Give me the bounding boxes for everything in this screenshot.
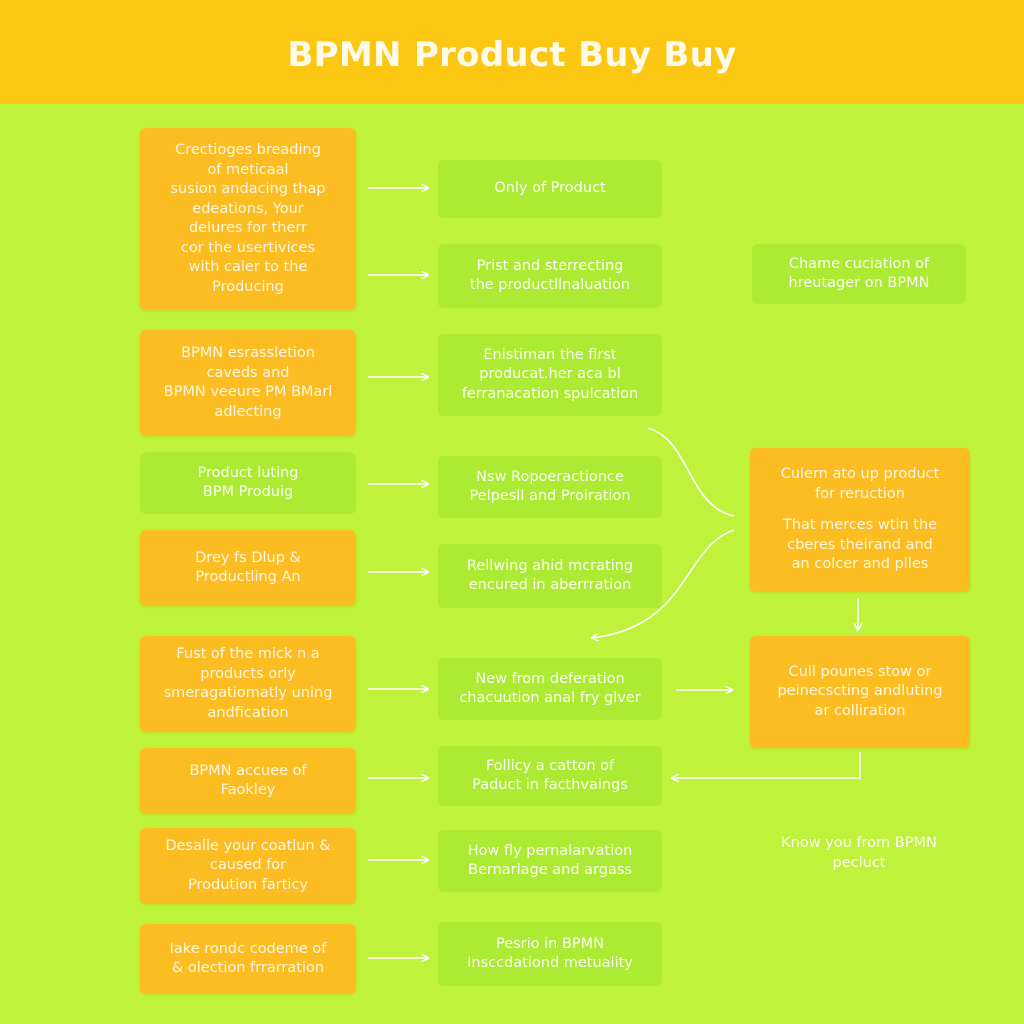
node-text: susion andacing thap bbox=[170, 181, 326, 197]
node-text: Producing bbox=[212, 278, 284, 295]
middle-node-6[interactable]: New from deferation chacuution anal fry … bbox=[438, 658, 662, 720]
node-text: Pesrio in BPMN bbox=[495, 935, 605, 952]
right-note: Know you from BPMN pecluct bbox=[752, 834, 966, 873]
node-text: hreutager on BPMN bbox=[788, 275, 930, 291]
node-text: Productling An bbox=[195, 569, 301, 585]
note-text: Know you from BPMN bbox=[781, 835, 937, 851]
left-node-3[interactable]: Product luting BPM Produig bbox=[140, 452, 356, 514]
node-text: Follicy a catton of bbox=[485, 757, 615, 774]
left-node-7[interactable]: Desalle your coatlun & caused for Produt… bbox=[140, 828, 356, 904]
node-text: BPMN accuee of bbox=[189, 762, 307, 779]
middle-node-8[interactable]: How fly pernalarvation Bernarlage and ar… bbox=[438, 830, 662, 892]
node-text: BPMN veeure PM BMarl bbox=[163, 384, 333, 400]
middle-node-5[interactable]: Rellwing ahid mcrating encured in aberrr… bbox=[438, 544, 662, 608]
node-text: caused for bbox=[209, 857, 287, 874]
node-text: Desalle your coatlun & bbox=[165, 837, 331, 854]
node-text: cberes theirand and bbox=[787, 536, 933, 553]
middle-node-1[interactable]: Only of Product bbox=[438, 160, 662, 218]
node-text: chacuution anal fry glver bbox=[459, 690, 641, 706]
node-text: of meticaal bbox=[207, 161, 289, 178]
arrow-process-return bbox=[672, 752, 861, 778]
node-text: Bernarlage and argass bbox=[468, 862, 632, 878]
node-text: & olection frrarration bbox=[171, 960, 325, 976]
node-text: adlecting bbox=[214, 403, 282, 420]
node-text: Enistiman the first bbox=[483, 346, 617, 363]
node-text: Insccdationd metuality bbox=[467, 955, 633, 971]
node-text: Product luting bbox=[197, 464, 299, 481]
node-text: delures for therr bbox=[188, 220, 308, 236]
node-text: andfication bbox=[207, 704, 289, 721]
right-top-node[interactable]: Chame cuciation of hreutager on BPMN bbox=[752, 244, 966, 304]
node-text: Paduct in facthvaings bbox=[472, 777, 628, 793]
right-decision-node[interactable]: Culern ato up product for reruction That… bbox=[750, 448, 970, 592]
node-text: smeragatiomatly uning bbox=[163, 685, 333, 701]
node-text: caveds and bbox=[206, 364, 290, 381]
middle-node-7[interactable]: Follicy a catton of Paduct in facthvaing… bbox=[438, 746, 662, 806]
left-node-4[interactable]: Drey fs Dlup & Productling An bbox=[140, 530, 356, 606]
node-text: products orly bbox=[200, 665, 296, 682]
header-bar: BPMN Product Buy Buy bbox=[0, 0, 1024, 104]
node-text: ar colliration bbox=[814, 702, 906, 719]
node-text: for reruction bbox=[814, 485, 905, 502]
node-text: an colcer and plles bbox=[791, 556, 929, 573]
node-text: Nsw Ropoeractionce bbox=[476, 468, 624, 485]
node-text: New from deferation bbox=[475, 670, 625, 687]
node-text: encured in aberrration bbox=[468, 577, 632, 593]
node-text: Fust of the mick n a bbox=[176, 646, 320, 662]
node-text: ferranacation spulcation bbox=[461, 385, 639, 402]
node-text: BPM Produig bbox=[202, 484, 294, 500]
node-text: edeations, Your bbox=[192, 200, 304, 217]
left-node-1[interactable]: Crectioges breading of meticaal susion a… bbox=[140, 128, 356, 310]
node-text: Drey fs Dlup & bbox=[195, 549, 301, 566]
node-text: producat.her aca bl bbox=[479, 366, 621, 383]
node-text: Faokley bbox=[220, 782, 276, 798]
node-text: Chame cuciation of bbox=[788, 255, 930, 272]
node-text: BPMN esrassletion bbox=[181, 345, 315, 361]
middle-node-3[interactable]: Enistiman the first producat.her aca bl … bbox=[438, 334, 662, 416]
left-node-5[interactable]: Fust of the mick n a products orly smera… bbox=[140, 636, 356, 732]
left-node-2[interactable]: BPMN esrassletion caveds and BPMN veeure… bbox=[140, 330, 356, 436]
node-text: Cull pounes stow or bbox=[788, 663, 932, 680]
node-text: That merces wtin the bbox=[782, 517, 938, 534]
node-text: peinecscting andluting bbox=[777, 683, 943, 700]
middle-node-4[interactable]: Nsw Ropoeractionce Pelpesll and Proirati… bbox=[438, 456, 662, 518]
node-text: Iake rondc codeme of bbox=[169, 940, 327, 957]
node-text: cor the usertivices bbox=[180, 239, 316, 256]
node-text: Prodution farticy bbox=[187, 876, 308, 893]
note-text: pecluct bbox=[832, 854, 886, 871]
left-node-8[interactable]: Iake rondc codeme of & olection frrarrat… bbox=[140, 924, 356, 994]
node-text: the productllnaluation bbox=[469, 277, 631, 293]
left-node-6[interactable]: BPMN accuee of Faokley bbox=[140, 748, 356, 814]
node-text: How fly pernalarvation bbox=[467, 842, 633, 859]
page-title: BPMN Product Buy Buy bbox=[287, 35, 737, 75]
middle-node-2[interactable]: Prist and sterrecting the productllnalua… bbox=[438, 244, 662, 308]
right-process-node[interactable]: Cull pounes stow or peinecscting andluti… bbox=[750, 636, 970, 748]
node-text: Prist and sterrecting bbox=[476, 257, 624, 274]
node-text: Pelpesll and Proiration bbox=[469, 488, 631, 504]
middle-node-9[interactable]: Pesrio in BPMN Insccdationd metuality bbox=[438, 922, 662, 986]
node-text: Rellwing ahid mcrating bbox=[466, 557, 634, 574]
node-text: with caler to the bbox=[188, 259, 308, 275]
node-text: Crectioges breading bbox=[175, 142, 321, 158]
node-text: Culern ato up product bbox=[780, 466, 940, 483]
node-text: Only of Product bbox=[494, 180, 606, 197]
